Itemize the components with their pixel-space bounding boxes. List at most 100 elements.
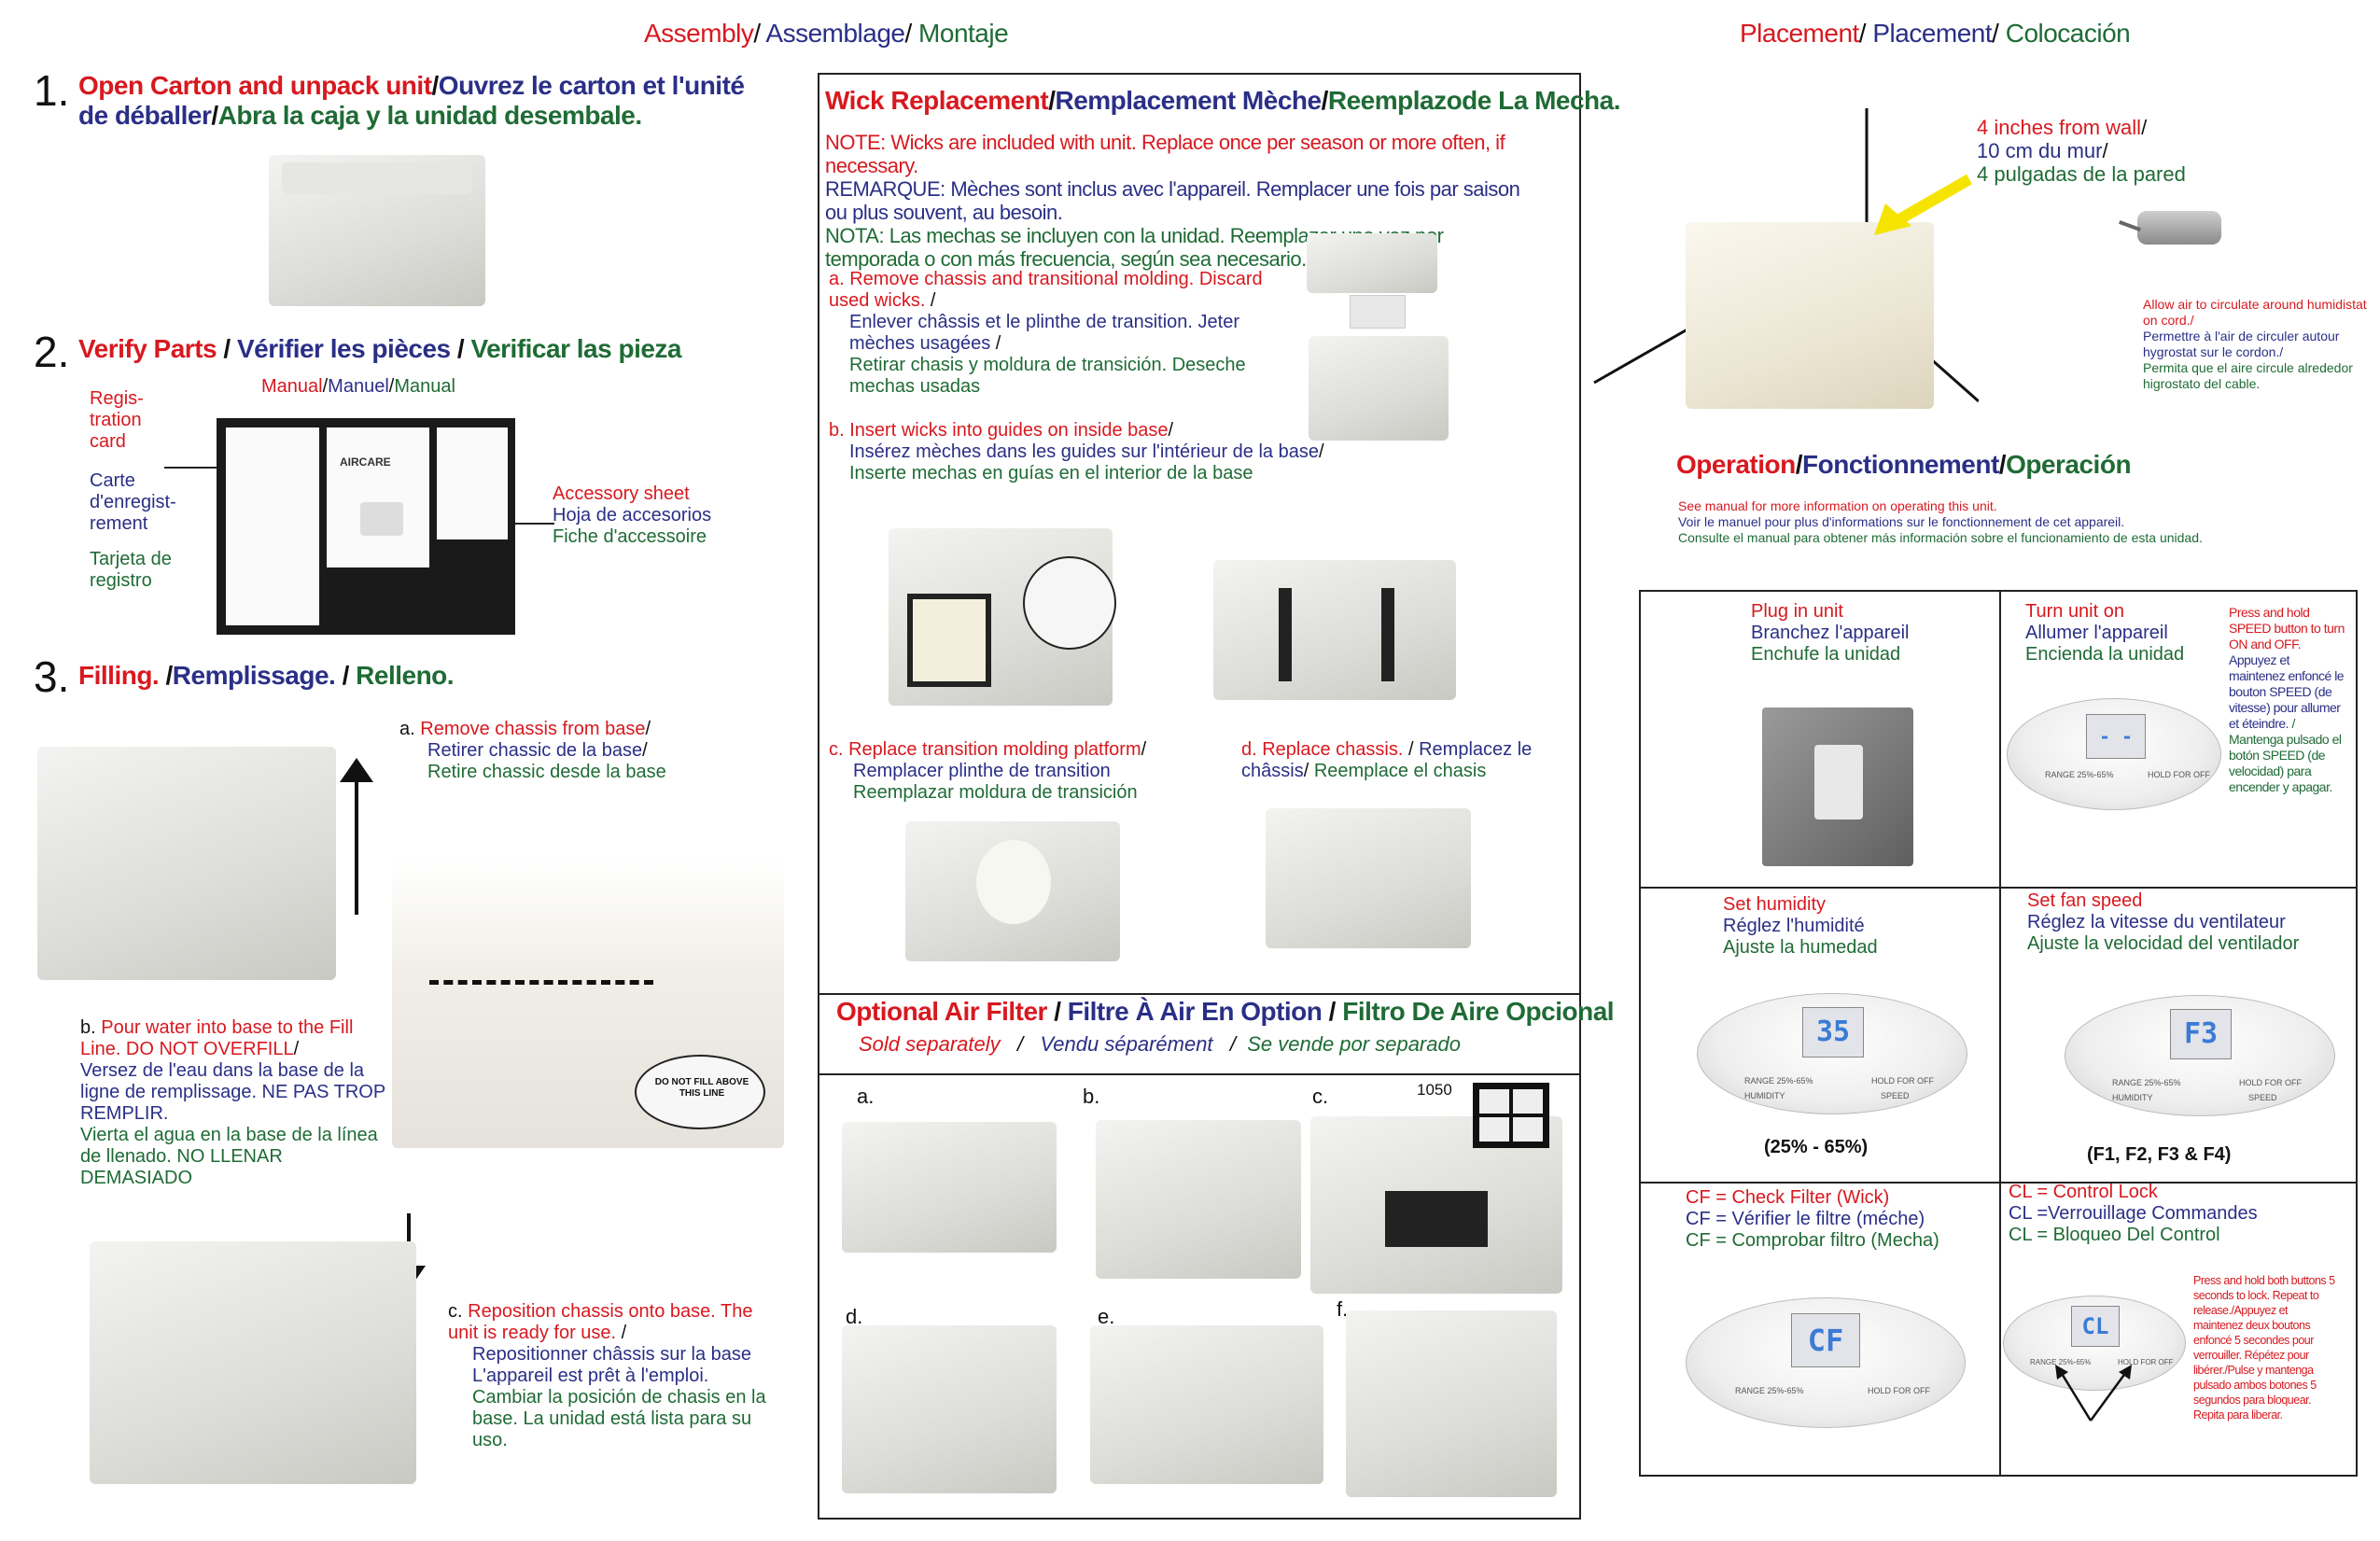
cf-en: CF = Check Filter (Wick): [1686, 1187, 1890, 1208]
filter-model: 1050: [1417, 1081, 1452, 1099]
wick-note-en: NOTE: Wicks are included with unit. Repl…: [825, 131, 1505, 177]
wick-title-es: Reemplazode La Mecha.: [1327, 86, 1621, 115]
wick-c-en: c. Replace transition molding platform: [829, 739, 1141, 760]
fan-btn-left-label: RANGE 25%-65%: [2112, 1078, 2181, 1087]
turn-fr: Allumer l'appareil: [2025, 623, 2168, 643]
wick-step-c: c. Replace transition molding platform/ …: [829, 739, 1249, 804]
control-lock-text: CL = Control Lock CL =Verrouillage Comma…: [2009, 1182, 2258, 1246]
step3b-fr: Versez de l'eau dans la base de la ligne…: [80, 1060, 385, 1124]
set-humidity-text: Set humidity Réglez l'humidité Ajuste la…: [1723, 894, 1878, 959]
assembly-heading: Assembly/ Assemblage/ Montaje: [644, 19, 1009, 48]
power-btn-right-label: HOLD FOR OFF: [2148, 770, 2210, 779]
hum-btn-right-label: HOLD FOR OFF: [1871, 1076, 1934, 1086]
hum-btn-left-label: RANGE 25%-65%: [1744, 1076, 1813, 1086]
wick-title-en: Wick Replacement: [825, 86, 1049, 115]
up-arrow-icon: [340, 758, 373, 915]
fan-btn-right-label: HOLD FOR OFF: [2239, 1078, 2302, 1087]
assembly-title-es: Montaje: [918, 19, 1009, 48]
filter-title-es: Filtro De Aire Opcional: [1342, 997, 1615, 1026]
control-panel-humidity: 35 RANGE 25%-65% HOLD FOR OFF HUMIDITY S…: [1697, 993, 1967, 1114]
wick-step-b: b. Insert wicks into guides on inside ba…: [829, 420, 1501, 484]
cl-note-es: Pulse y mantenga pulsado ambos botones 5…: [2193, 1364, 2317, 1422]
filter-label-d: d.: [846, 1305, 863, 1328]
filter-step-e-image: [1090, 1325, 1323, 1484]
air-filter-image: [1473, 1083, 1549, 1148]
lcd-fan: F3: [2170, 1009, 2232, 1059]
registration-pointer: [164, 467, 218, 469]
operation-grid: [1639, 590, 2358, 1477]
operation-title-en: Operation: [1676, 450, 1796, 479]
placement-title-en: Placement: [1740, 19, 1859, 48]
assembly-title-fr: Assemblage: [765, 19, 905, 48]
step3-number: 3.: [34, 652, 70, 701]
humidifier-image: [269, 155, 485, 306]
step3c-text: c. Reposition chassis onto base. The uni…: [448, 1301, 784, 1451]
cl-fr: CL =Verrouillage Commandes: [2009, 1203, 2258, 1224]
plug-fr: Branchez l'appareil: [1751, 623, 1910, 643]
fill-line: [429, 980, 653, 986]
fill-line-sticker: DO NOT FILL ABOVE THIS LINE: [635, 1055, 765, 1129]
sticker-text: DO NOT FILL ABOVE THIS LINE: [654, 1077, 749, 1099]
step2-number: 2.: [34, 328, 70, 376]
step3-es: Relleno.: [356, 661, 455, 690]
accessory-en: Accessory sheet: [553, 483, 690, 504]
press-es: Mantenga pulsado el botón SPEED (de velo…: [2229, 732, 2342, 794]
filter-header-divider: [819, 1073, 1579, 1075]
accessory-fr: Fiche d'accessoire: [553, 526, 707, 547]
manual-es: Manual: [394, 376, 455, 397]
hum-es: Ajuste la humedad: [1723, 937, 1878, 958]
filter-sub-es: Se vende por separado: [1247, 1032, 1461, 1056]
lcd-cf: CF: [1791, 1313, 1860, 1367]
remove-chassis-image: [37, 747, 336, 980]
manual-fr: Manuel: [328, 376, 389, 397]
cf-fr: CF = Vérifier le filtre (méche): [1686, 1209, 1925, 1229]
manual-label: Manual/Manuel/Manual: [261, 376, 455, 397]
turn-on-note: Press and hold SPEED button to turn ON a…: [2229, 605, 2345, 794]
manual-brand: AIRCARE: [340, 455, 391, 469]
wall-distance: 4 inches from wall/ 10 cm du mur/ 4 pulg…: [1977, 116, 2257, 186]
cl-btn-right-label: HOLD FOR OFF: [2118, 1358, 2174, 1366]
see-es: Consulte el manual para obtener más info…: [1678, 530, 2203, 545]
set-fan-text: Set fan speed Réglez la vitesse du venti…: [2027, 890, 2299, 955]
registration-en: Regis-tration card: [90, 388, 144, 452]
step2-text: Verify Parts / Vérifier les pièces / Ver…: [78, 334, 681, 363]
power-btn-left-label: RANGE 25%-65%: [2045, 770, 2114, 779]
filter-label-a: a.: [857, 1085, 875, 1108]
wick-guide-zoom: [1023, 556, 1116, 650]
turn-en: Turn unit on: [2025, 601, 2124, 622]
step3b-en: Pour water into base to the Fill Line. D…: [80, 1017, 354, 1059]
cl-en: CL = Control Lock: [2009, 1182, 2158, 1202]
fan-range: (F1, F2, F3 & F4): [2087, 1144, 2232, 1165]
wick-step-d: d. Replace chassis. / Remplacez le châss…: [1241, 739, 1533, 781]
fan-en: Set fan speed: [2027, 890, 2143, 911]
base-image: [1309, 336, 1449, 441]
registration-es: Tarjeta de registro: [90, 549, 172, 591]
placement-heading: Placement/ Placement/ Colocación: [1740, 19, 2131, 48]
turn-es: Encienda la unidad: [2025, 644, 2185, 665]
filter-step-b-image: [1096, 1120, 1301, 1279]
step1-number: 1.: [34, 66, 70, 115]
step2-en: Verify Parts: [78, 334, 217, 363]
wick-b-en: b. Insert wicks into guides on inside ba…: [829, 420, 1169, 441]
step3a-en: Remove chassis from base: [420, 719, 646, 739]
filter-title: Optional Air Filter / Filtre À Air En Op…: [836, 997, 1615, 1026]
wick-filter-divider: [819, 993, 1579, 995]
air-fr: Permettre à l'air de circuler autour hyg…: [2143, 329, 2340, 359]
operation-title-fr: Fonctionnement: [1802, 450, 1999, 479]
press-fr: Appuyez et maintenez enfoncé le bouton S…: [2229, 652, 2345, 731]
filter-step-d-image: [842, 1325, 1057, 1493]
step1-text: Open Carton and unpack unit/Ouvrez le ca…: [78, 71, 745, 130]
wick-c-fr: Remplacer plinthe de transition: [853, 761, 1111, 781]
accessory-es: Hoja de accesorios: [553, 505, 712, 525]
step2-fr: Vérifier les pièces: [236, 334, 451, 363]
control-panel-power: - - RANGE 25%-65% HOLD FOR OFF: [2007, 698, 2221, 810]
wick-a-en: a. Remove chassis and transitional moldi…: [829, 269, 1263, 311]
wick-note-fr: REMARQUE: Mèches sont inclus avec l'appa…: [825, 177, 1520, 224]
hum-btn-speed-label: SPEED: [1881, 1091, 1910, 1100]
filter-title-fr: Filtre À Air En Option: [1067, 997, 1323, 1026]
step3c-fr: Repositionner châssis sur la base L'appa…: [472, 1344, 752, 1386]
accessory-label: Accessory sheet Hoja de accesorios Fiche…: [553, 483, 711, 548]
control-panel-fan: F3 RANGE 25%-65% HOLD FOR OFF HUMIDITY S…: [2065, 995, 2335, 1116]
filter-sub-fr: Vendu séparément: [1040, 1032, 1213, 1056]
wick-b-fr: Insérez mèches dans les guides sur l'int…: [849, 441, 1319, 462]
